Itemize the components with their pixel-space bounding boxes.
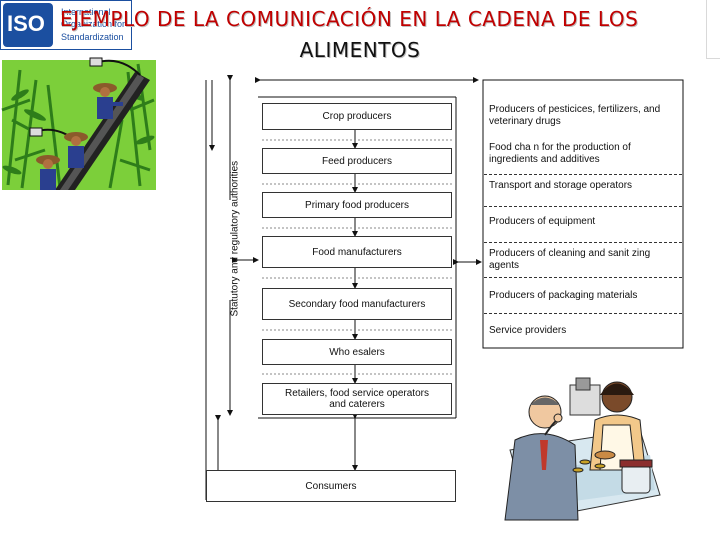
iso-badge-text: ISO [7, 11, 45, 36]
iso-badge [3, 3, 53, 47]
regulatory-authorities-label: Statutory and regulatory authorities [229, 160, 241, 317]
partner-cleaning: Producers of cleaning and sanit zing age… [489, 248, 651, 271]
slide-title-line-1: EJEMPLO DE LA COMUNICACIÓN EN LA CADENA … [60, 7, 639, 31]
iso-line-2: Organization for [61, 19, 126, 29]
partner-transport: Transport and storage operators [489, 180, 633, 191]
iso-line-1: International [61, 7, 111, 17]
chain-box-consumers: Consumers [206, 470, 456, 502]
partner-divider [484, 242, 682, 243]
chain-box-food-manufacturers: Food manufacturers [262, 236, 452, 268]
partner-service: Service providers [489, 325, 567, 336]
chain-box-retailers: Retailers, food service operators and ca… [262, 383, 452, 415]
chain-box-feed-producers: Feed producers [262, 148, 452, 174]
partner-ingredients: Food cha n for the production of ingredi… [489, 142, 631, 165]
slide-title-line-2: ALIMENTOS [299, 38, 421, 62]
chain-box-secondary-food-manufacturers: Secondary food manufacturers [262, 288, 452, 320]
partner-packaging: Producers of packaging materials [489, 290, 638, 301]
chain-box-primary-food-producers: Primary food producers [262, 192, 452, 218]
partner-divider [484, 313, 682, 314]
iso-logo: ISO International Organization for Stand… [0, 0, 132, 50]
iso-line-3: Standardization [61, 32, 124, 42]
slide-corner-frame [706, 0, 720, 59]
chain-box-wholesalers: Who esalers [262, 339, 452, 365]
partner-divider [484, 206, 682, 207]
partner-divider [484, 277, 682, 278]
chain-box-crop-producers: Crop producers [262, 103, 452, 130]
partner-equipment: Producers of equipment [489, 216, 596, 227]
partner-pesticides: Producers of pesticices, fertilizers, an… [489, 104, 661, 127]
partner-divider [484, 174, 682, 175]
